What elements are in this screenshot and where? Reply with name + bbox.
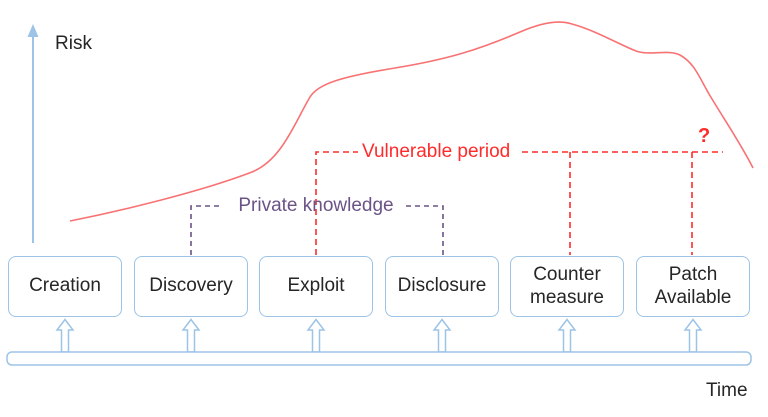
event-box-disclosure: Disclosure <box>385 256 499 317</box>
event-box-patch-available: Patch Available <box>636 256 750 317</box>
risk-curve <box>69 21 754 222</box>
risk-axis <box>27 24 39 243</box>
event-arrow <box>432 318 452 353</box>
event-arrow <box>557 318 577 353</box>
private-knowledge-line <box>190 205 444 255</box>
event-arrow <box>306 318 326 353</box>
event-arrows <box>55 318 703 353</box>
risk-axis-label: Risk <box>55 33 92 54</box>
event-box-counter-measure: Counter measure <box>510 256 624 317</box>
event-arrow <box>683 318 703 353</box>
event-arrow <box>181 318 201 353</box>
event-box-discovery: Discovery <box>134 256 248 317</box>
event-arrow <box>55 318 75 353</box>
private-knowledge-label: Private knowledge <box>238 195 394 216</box>
vulnerable-period-line <box>315 151 723 255</box>
event-box-exploit: Exploit <box>259 256 373 317</box>
vulnerable-period-label: Vulnerable period <box>362 141 511 162</box>
question-mark-label: ? <box>698 125 711 147</box>
event-box-creation: Creation <box>8 256 122 317</box>
time-axis-label: Time <box>706 380 748 401</box>
timeline-bar <box>6 351 752 366</box>
